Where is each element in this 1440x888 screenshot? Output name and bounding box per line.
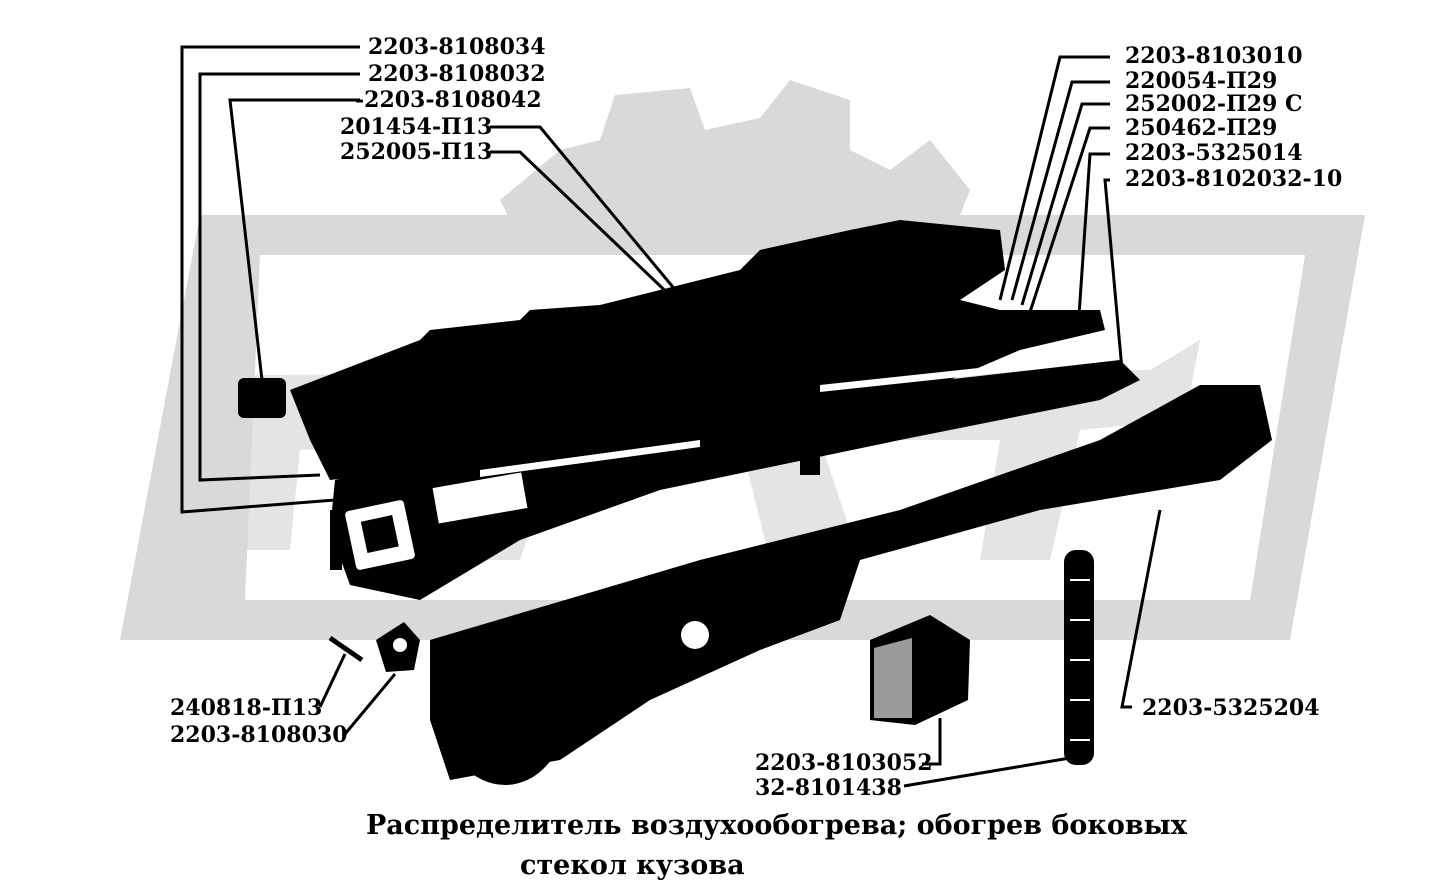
- leader-lines: [180, 45, 1162, 788]
- distributor-upper-assembly: [238, 220, 1140, 600]
- label-2203-8103052: 2203-8103052: [755, 750, 933, 776]
- label-2203-8108042: -2203-8108042: [355, 87, 542, 113]
- label-32-8101438: 32-8101438: [755, 775, 902, 801]
- label-240818-P13: 240818-П13: [170, 695, 322, 721]
- spring: [1064, 550, 1094, 765]
- distributor-lower-channel: [430, 385, 1272, 785]
- label-2203-8103010: 2203-8103010: [1125, 43, 1303, 69]
- screw-and-clip: [328, 622, 420, 672]
- label-2203-8108032: 2203-8108032: [368, 61, 546, 87]
- label-2203-5325204: 2203-5325204: [1142, 695, 1320, 721]
- caption-line-1: Распределитель воздухообогрева; обогрев …: [366, 810, 1188, 841]
- label-250462-P29: 250462-П29: [1125, 115, 1277, 141]
- label-2203-8108034: 2203-8108034: [368, 34, 546, 60]
- label-252005-P13: 252005-П13: [340, 139, 492, 165]
- filter-block: [870, 615, 970, 725]
- label-2203-5325014: 2203-5325014: [1125, 140, 1303, 166]
- label-201454-P13: 201454-П13: [340, 114, 492, 140]
- label-2203-8108030: 2203-8108030: [170, 722, 348, 748]
- label-220054-P29: 220054-П29: [1125, 68, 1277, 94]
- label-252002-P29-C: 252002-П29 С: [1125, 91, 1303, 117]
- label-2203-8102032-10: 2203-8102032-10: [1125, 166, 1342, 192]
- caption-line-2: стекол кузова: [520, 850, 745, 881]
